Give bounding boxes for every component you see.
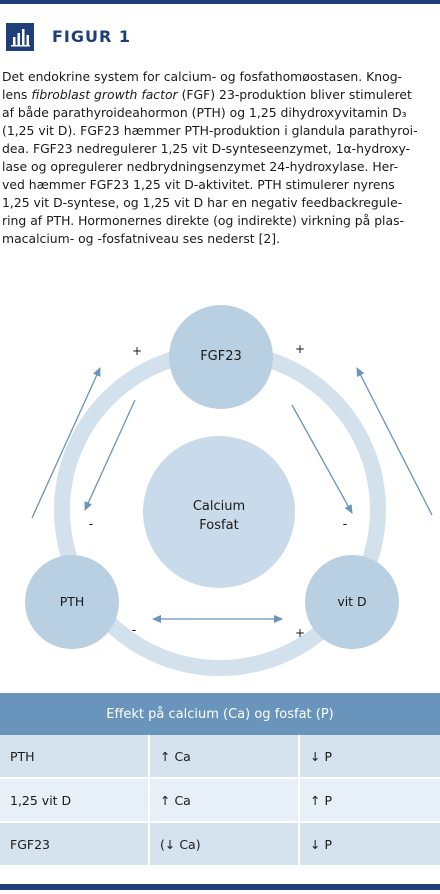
- caption-italic-term: fibroblast growth factor: [31, 87, 178, 102]
- effect-table-header: Effekt på calcium (Ca) og fosfat (P): [0, 693, 440, 735]
- table-row: 1,25 vit D ↑ Ca ↑ P: [0, 779, 440, 823]
- cell-phosphate-effect: ↑ P: [310, 792, 332, 808]
- cell-phosphate-effect: ↓ P: [310, 748, 332, 764]
- caption-text-2: (FGF) 23-produktion bliver stimuleret af…: [2, 87, 418, 246]
- label-fgf23: FGF23: [200, 349, 242, 364]
- sign-top-right: +: [295, 342, 305, 356]
- sign-left-inner: -: [89, 517, 94, 532]
- node-pth: [25, 555, 119, 649]
- caption-text-1: Det endokrine system for calcium- og fos…: [2, 69, 403, 102]
- cell-calcium-effect: ↑ Ca: [150, 779, 300, 821]
- node-fgf23: [169, 305, 273, 409]
- sign-right-inner: -: [343, 517, 348, 532]
- node-calcium-fosfat: [143, 436, 295, 588]
- bottom-border: [0, 884, 440, 890]
- cell-calcium-effect: ↑ Ca: [150, 735, 300, 777]
- label-fosfat: Fosfat: [199, 518, 238, 533]
- feedback-diagram: FGF23 PTH vit D Calcium Fosfat + + - - -…: [25, 305, 433, 676]
- sign-bottom-left: -: [132, 623, 137, 638]
- arrow-fgf23-to-pth-outer: [31, 367, 101, 519]
- cell-calcium-effect: (↓ Ca): [150, 823, 300, 865]
- cell-phosphate-effect: ↓ P: [310, 836, 332, 852]
- effect-table-body: PTH ↑ Ca ↓ P 1,25 vit D ↑ Ca ↑ P FGF23 (…: [0, 735, 440, 867]
- figure-caption: Det endokrine system for calcium- og fos…: [2, 68, 438, 248]
- node-vitd: [305, 555, 399, 649]
- label-vitd: vit D: [337, 594, 366, 609]
- cell-hormone: FGF23: [0, 823, 150, 865]
- top-border: [0, 0, 440, 4]
- label-pth: PTH: [60, 594, 85, 609]
- figure-label: FIGUR 1: [52, 27, 132, 46]
- sign-top-left: +: [132, 344, 142, 358]
- table-row: FGF23 (↓ Ca) ↓ P: [0, 823, 440, 867]
- bar-chart-icon: [6, 23, 34, 51]
- arrow-vitd-to-fgf23-outer: [356, 367, 433, 516]
- arrow-fgf23-to-pth-inner: [84, 399, 136, 511]
- arrow-fgf23-to-vitd-inner: [291, 404, 353, 514]
- effect-table: Effekt på calcium (Ca) og fosfat (P) PTH…: [0, 693, 440, 867]
- sign-bottom-right: +: [295, 626, 305, 640]
- cell-hormone: 1,25 vit D: [0, 779, 150, 821]
- cell-hormone: PTH: [0, 735, 150, 777]
- label-calcium: Calcium: [193, 499, 245, 514]
- table-row: PTH ↑ Ca ↓ P: [0, 735, 440, 779]
- figure-header: FIGUR 1: [0, 19, 440, 59]
